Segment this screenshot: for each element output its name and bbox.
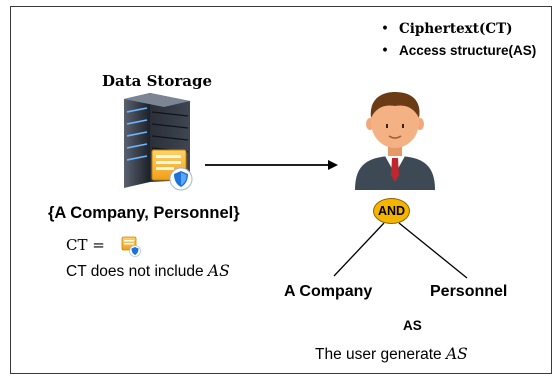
bullet: • [381,21,389,37]
storage-title: Data Storage [102,72,213,90]
tree-edge-right [398,222,468,279]
legend-list: • Ciphertext(CT) • Access structure(AS) [381,18,536,62]
user-note: The user generate AS [315,345,468,364]
tree-leaf-a-company: A Company [284,283,373,300]
user-note-text: The user generate [315,346,446,363]
user-note-symbol: AS [445,345,468,363]
attribute-set: {A Company, Personnel} [48,204,240,222]
tree-edge-left [333,222,385,277]
legend-item-ciphertext: • Ciphertext(CT) [381,18,536,40]
tree-leaf-personnel: Personnel [430,283,508,300]
ct-note-text: CT does not include [66,263,208,280]
and-gate-node: AND [373,198,410,224]
tree-edges [333,222,468,279]
bullet: • [381,43,389,59]
diagram-frame [10,6,552,374]
legend-item-access-structure: • Access structure(AS) [381,40,536,62]
user-icon [355,92,435,190]
arrow-right-icon [205,160,338,170]
ct-encrypted-file-icon [121,236,141,257]
access-structure-label: AS [403,318,422,333]
ct-note: CT does not include AS [66,262,230,281]
shield-icon [169,167,193,191]
ct-note-symbol: AS [207,262,230,280]
legend-text-access-structure: Access structure(AS) [399,43,537,58]
legend-text-ciphertext: Ciphertext(CT) [399,21,513,37]
encrypted-file-icon [151,149,193,191]
ct-equation: CT = [66,236,105,254]
